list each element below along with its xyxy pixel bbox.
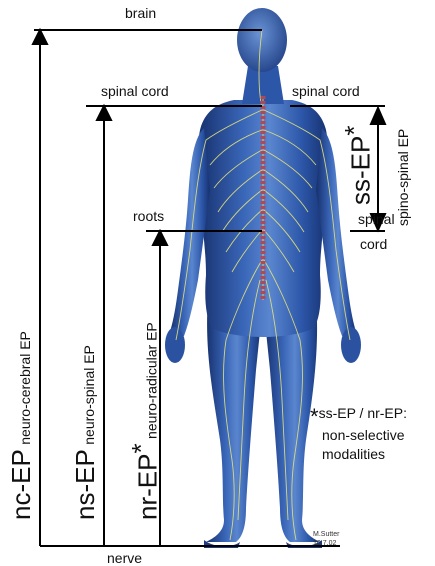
spinal-cord-label-right: spinal cord [292, 84, 360, 98]
ns-ep-abbr: ns-EP [70, 449, 100, 520]
nc-ep-full: neuro-cerebral EP [17, 331, 33, 445]
footnote-line-3: modalities [310, 445, 407, 464]
nr-ep-arrowhead [153, 231, 167, 245]
nerve-label: nerve [107, 551, 142, 565]
right-hand [341, 327, 361, 363]
head [237, 8, 287, 72]
footnote: *ss-EP / nr-EP: non-selective modalities [310, 404, 407, 464]
nc-ep-abbr: nc-EP [6, 449, 36, 520]
ss-ep-full: spino-spinal EP [395, 129, 411, 226]
nr-ep-asterisk: * [126, 443, 156, 453]
nr-ep-measure: nr-EP* neuro-radicular EP [128, 322, 160, 520]
author-date: 10.7.02 [313, 539, 339, 548]
nr-ep-full: neuro-radicular EP [143, 322, 159, 439]
ss-ep-arrowhead-top [371, 108, 385, 124]
footnote-line-1: ss-EP / nr-EP: [319, 405, 407, 421]
author-name: M.Sutter [313, 530, 339, 539]
spinal-cord-lower-label-2: cord [360, 237, 387, 251]
ss-ep-asterisk: * [339, 126, 369, 136]
footnote-asterisk: * [310, 404, 319, 429]
author-credit: M.Sutter 10.7.02 [313, 530, 339, 548]
footnote-line-2: non-selective [310, 426, 407, 445]
nc-ep-arrowhead [33, 30, 47, 44]
spinal-cord-lower-label-1: spinal [358, 212, 395, 226]
ss-ep-full-measure: spino-spinal EP [396, 129, 412, 226]
ns-ep-arrowhead [97, 106, 111, 120]
brain-label: brain [125, 6, 156, 20]
nr-ep-abbr: nr-EP [132, 454, 162, 520]
spinal-cord-label-left: spinal cord [101, 84, 169, 98]
left-hand [165, 327, 185, 363]
roots-label: roots [133, 209, 164, 223]
ns-ep-measure: ns-EP neuro-spinal EP [72, 345, 98, 520]
ss-ep-abbr: ss-EP [345, 136, 375, 205]
nc-ep-measure: nc-EP neuro-cerebral EP [8, 331, 34, 520]
ns-ep-full: neuro-spinal EP [81, 345, 97, 445]
ss-ep-measure: ss-EP* [341, 126, 373, 205]
